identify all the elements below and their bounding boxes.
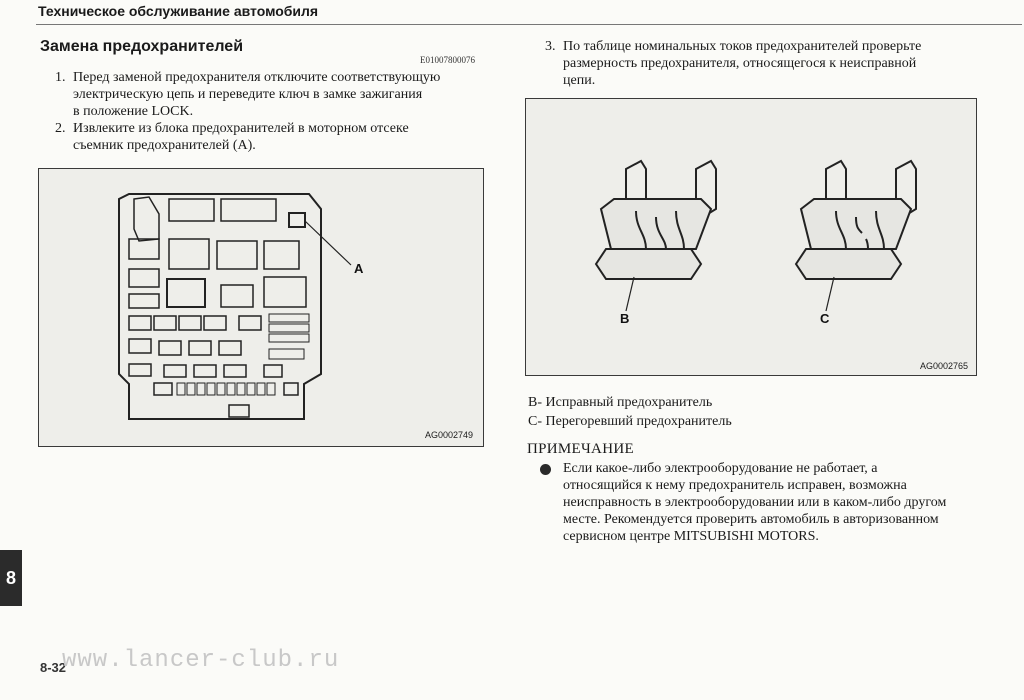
callout-a: A xyxy=(354,261,364,276)
fuse-slot xyxy=(193,364,217,378)
fuse-slot xyxy=(268,323,310,333)
fuse-slot xyxy=(223,364,247,378)
legend-good-fuse: B- Исправный предохранитель xyxy=(528,395,713,410)
header-divider xyxy=(36,24,1022,25)
fuse-comparison-diagram: B C xyxy=(594,159,917,326)
fuse-slot xyxy=(228,404,250,418)
relay-slot xyxy=(220,284,254,308)
section-title: Замена предохранителей xyxy=(40,38,244,55)
step-3: 3. По таблице номинальных токов предохра… xyxy=(545,38,985,92)
callout-leader xyxy=(304,220,352,266)
note-title: ПРИМЕЧАНИЕ xyxy=(527,441,634,457)
callout-leader xyxy=(625,276,635,312)
good-fuse xyxy=(594,159,717,280)
section-code: E01007800076 xyxy=(420,55,475,65)
relay-slot xyxy=(263,240,300,270)
relay-slot xyxy=(128,238,160,260)
fuse-puller xyxy=(288,212,306,228)
step-text: Перед заменой предохранителя отключите с… xyxy=(73,70,441,119)
fuse-slot xyxy=(128,293,160,309)
step-number: 1. xyxy=(55,70,66,85)
fuse-slot xyxy=(128,315,152,331)
relay-slot xyxy=(220,198,277,222)
fuse-block-corner xyxy=(133,196,160,242)
fuse-slot xyxy=(178,315,202,331)
fuse-box-figure: A AG0002749 xyxy=(38,168,484,447)
step-number: 3. xyxy=(545,39,556,54)
fuse-slot xyxy=(128,363,152,377)
step-2: 2. Извлеките из блока предохранителей в … xyxy=(55,120,495,156)
fuse-slot xyxy=(238,315,262,331)
step-text: Извлеките из блока предохранителей в мот… xyxy=(73,121,409,153)
callout-leader xyxy=(825,276,835,312)
callout-c: C xyxy=(820,311,830,326)
fuse-slot xyxy=(163,364,187,378)
figure-code: AG0002765 xyxy=(919,361,968,371)
mini-fuse-row xyxy=(176,382,276,396)
fuse-comparison-figure: B C AG0002765 xyxy=(525,98,977,376)
fuse-slot xyxy=(283,382,299,396)
step-number: 2. xyxy=(55,121,66,136)
callout-b: B xyxy=(620,311,629,326)
blown-fuse xyxy=(794,159,917,280)
step-1: 1. Перед заменой предохранителя отключит… xyxy=(55,69,495,123)
fuse-block-outline xyxy=(118,193,322,420)
fuse-slot xyxy=(268,333,310,343)
relay-slot xyxy=(128,268,160,288)
header-title: Техническое обслуживание автомобиля xyxy=(38,3,319,19)
relay-slot xyxy=(263,276,307,308)
note-text: Если какое-либо электрооборудование не р… xyxy=(563,461,947,544)
watermark: www.lancer-club.ru xyxy=(62,647,340,674)
fuse-slot xyxy=(128,338,152,354)
fuse-slot xyxy=(153,382,173,396)
fuse-slot xyxy=(268,348,305,360)
page-number: 8-32 xyxy=(40,660,67,675)
legend-blown-fuse: C- Перегоревший предохранитель xyxy=(528,414,732,429)
fuse-slot xyxy=(218,340,242,356)
fuse-box-diagram: A xyxy=(118,193,364,420)
fuse-slot xyxy=(153,315,177,331)
fuse-slot xyxy=(158,340,182,356)
relay-slot xyxy=(168,198,215,222)
figure-code: AG0002749 xyxy=(424,430,473,440)
relay-slot xyxy=(216,240,258,270)
relay-slot xyxy=(168,238,210,270)
bullet-icon xyxy=(540,464,551,475)
step-text: По таблице номинальных токов предохранит… xyxy=(563,39,922,88)
fuse-slot xyxy=(203,315,227,331)
relay-slot xyxy=(166,278,206,308)
fuse-slot xyxy=(263,364,283,378)
fuse-slot xyxy=(188,340,212,356)
fuse-slot xyxy=(268,313,310,323)
chapter-tab: 8 xyxy=(0,550,22,606)
